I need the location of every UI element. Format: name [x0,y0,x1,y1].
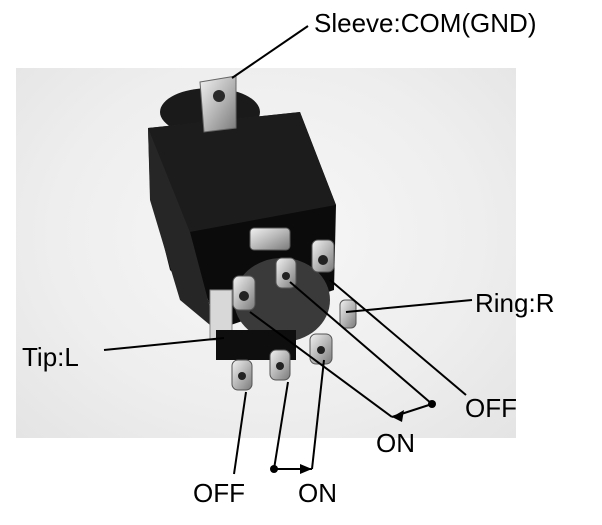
jack-body [148,88,336,360]
off-left-label: OFF [193,478,245,508]
tip-label: Tip:L [22,342,79,372]
leader-lines [103,25,473,475]
on-right-label: ON [376,428,415,458]
on-arrow-left [300,464,312,474]
ring-label: Ring:R [475,288,555,318]
connection-dots [270,400,436,473]
on-arrow-right [392,410,404,422]
solder-pins [231,227,357,391]
sleeve-tab [199,75,237,133]
sleeve-label: Sleeve:COM(GND) [314,8,537,38]
on-left-label: ON [298,478,337,508]
off-right-label: OFF [465,393,517,423]
